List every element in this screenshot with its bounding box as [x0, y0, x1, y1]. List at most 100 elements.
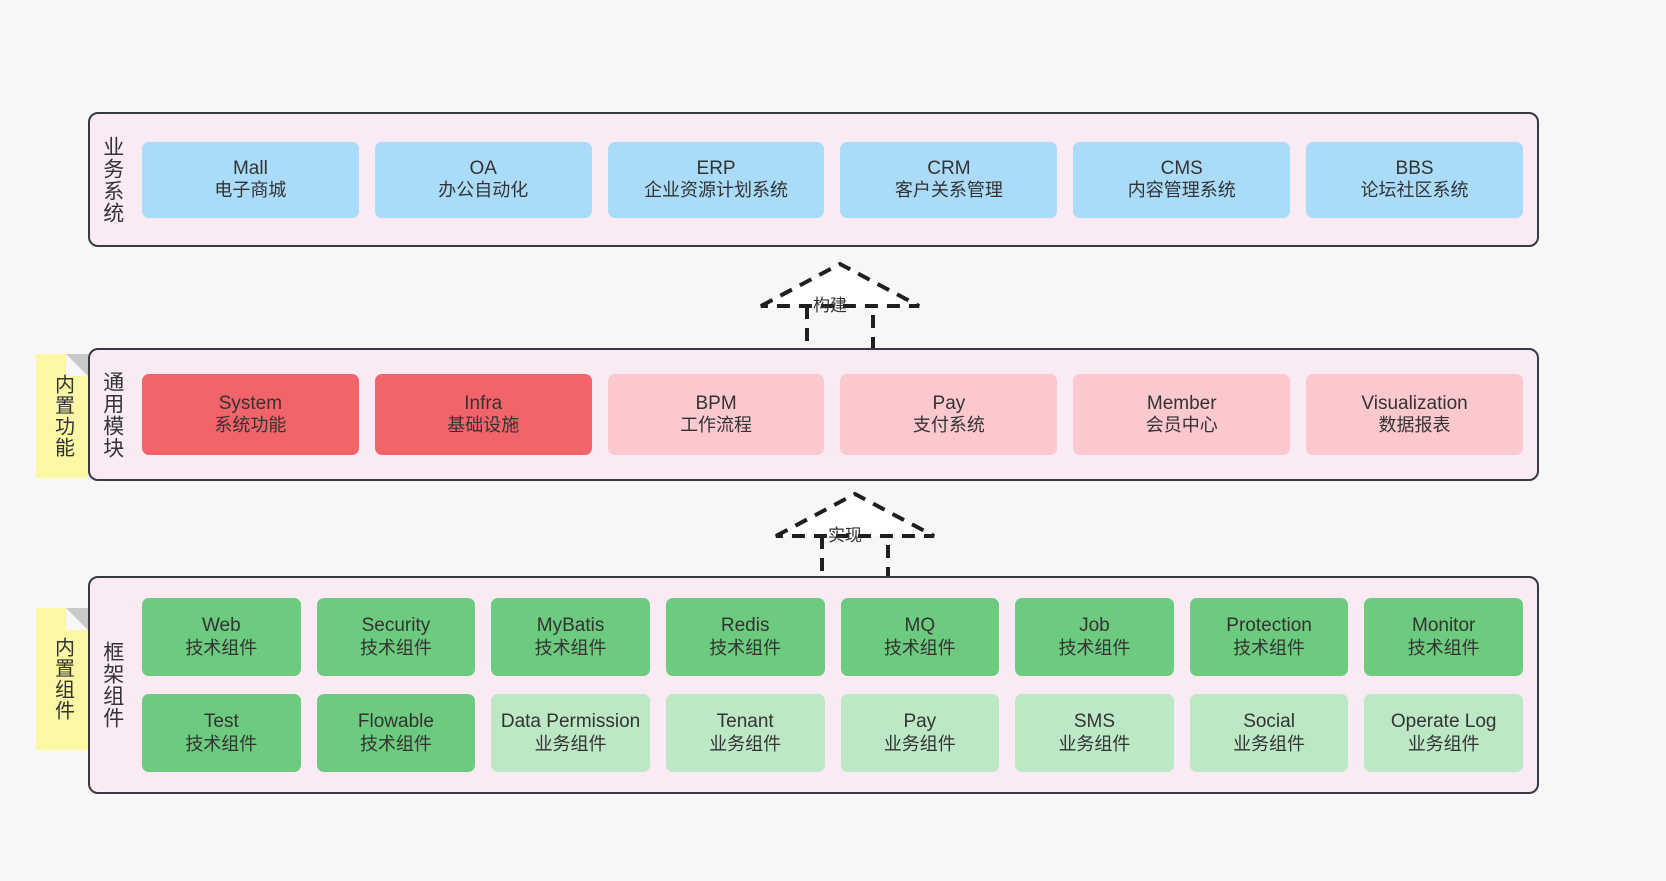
- card-title: BPM: [695, 392, 737, 414]
- card-subtitle: 会员中心: [1145, 415, 1218, 436]
- card-title: MyBatis: [536, 615, 605, 637]
- card-subtitle: 业务组件: [1058, 733, 1131, 754]
- card-subtitle: 基础设施: [447, 415, 520, 436]
- note-builtin-function: 内置功能: [36, 354, 88, 478]
- card-subtitle: 技术组件: [185, 733, 258, 754]
- card-visualization[interactable]: Visualization 数据报表: [1306, 374, 1523, 455]
- card-row: Mall 电子商城 OA 办公自动化 ERP 企业资源计划系统 CRM 客户关系…: [142, 141, 1523, 218]
- card-title: Infra: [464, 392, 503, 414]
- connector-implement-label: 实现: [828, 526, 862, 545]
- card-cms[interactable]: CMS 内容管理系统: [1073, 141, 1291, 218]
- card-title: Protection: [1226, 615, 1312, 637]
- layer-label-business-systems: 业务系统: [100, 135, 124, 224]
- card-pay[interactable]: Pay 支付系统: [840, 374, 1058, 455]
- card-title: Security: [361, 615, 431, 637]
- connector-build-label: 构建: [813, 296, 847, 315]
- card-data-permission[interactable]: Data Permission 业务组件: [491, 694, 650, 772]
- card-subtitle: 内容管理系统: [1127, 180, 1236, 201]
- layer-label-framework-components: 框架组件: [100, 641, 124, 729]
- card-row: Test 技术组件 Flowable 技术组件 Data Permission …: [142, 694, 1523, 772]
- card-title: CRM: [927, 157, 971, 179]
- card-title: Operate Log: [1390, 711, 1497, 733]
- card-protection[interactable]: Protection 技术组件: [1189, 598, 1349, 676]
- card-title: OA: [469, 157, 497, 179]
- card-pay-business[interactable]: Pay 业务组件: [840, 694, 1000, 772]
- card-title: Visualization: [1361, 392, 1468, 414]
- card-title: Member: [1146, 392, 1217, 414]
- card-test[interactable]: Test 技术组件: [142, 694, 301, 772]
- card-job[interactable]: Job 技术组件: [1015, 598, 1174, 676]
- card-erp[interactable]: ERP 企业资源计划系统: [607, 141, 825, 218]
- card-subtitle: 技术组件: [185, 637, 258, 658]
- card-subtitle: 技术组件: [359, 637, 432, 658]
- card-subtitle: 客户关系管理: [894, 180, 1003, 201]
- card-subtitle: 业务组件: [883, 733, 956, 754]
- card-tenant[interactable]: Tenant 业务组件: [665, 694, 825, 772]
- card-title: Flowable: [357, 711, 434, 733]
- card-subtitle: 技术组件: [1233, 637, 1306, 658]
- card-web[interactable]: Web 技术组件: [142, 598, 301, 676]
- card-title: CMS: [1160, 157, 1203, 179]
- card-title: Redis: [720, 615, 770, 637]
- card-bbs[interactable]: BBS 论坛社区系统: [1306, 141, 1523, 218]
- card-title: MQ: [904, 615, 936, 637]
- card-mybatis[interactable]: MyBatis 技术组件: [491, 598, 650, 676]
- card-subtitle: 技术组件: [709, 637, 782, 658]
- card-sms[interactable]: SMS 业务组件: [1015, 694, 1174, 772]
- card-monitor[interactable]: Monitor 技术组件: [1364, 598, 1523, 676]
- card-subtitle: 业务组件: [1233, 733, 1306, 754]
- card-subtitle: 工作流程: [680, 415, 753, 436]
- card-operate-log[interactable]: Operate Log 业务组件: [1364, 694, 1523, 772]
- card-subtitle: 办公自动化: [438, 180, 529, 201]
- card-title: Job: [1079, 615, 1110, 637]
- card-system[interactable]: System 系统功能: [142, 374, 359, 455]
- card-security[interactable]: Security 技术组件: [316, 598, 476, 676]
- card-title: Mall: [232, 157, 268, 179]
- card-infra[interactable]: Infra 基础设施: [374, 374, 592, 455]
- card-title: Test: [203, 711, 239, 733]
- card-title: ERP: [696, 157, 736, 179]
- card-title: SMS: [1073, 711, 1116, 733]
- card-subtitle: 技术组件: [359, 733, 432, 754]
- card-row: Web 技术组件 Security 技术组件 MyBatis 技术组件 Redi…: [142, 598, 1523, 676]
- card-subtitle: 业务组件: [534, 733, 607, 754]
- connector-implement: 实现: [760, 488, 950, 582]
- card-title: Tenant: [716, 711, 774, 733]
- card-subtitle: 技术组件: [534, 637, 607, 658]
- card-subtitle: 业务组件: [709, 733, 782, 754]
- card-title: Social: [1243, 711, 1295, 733]
- card-oa[interactable]: OA 办公自动化: [374, 141, 592, 218]
- layer-body-framework-components: Web 技术组件 Security 技术组件 MyBatis 技术组件 Redi…: [134, 578, 1537, 792]
- card-subtitle: 业务组件: [1407, 733, 1480, 754]
- card-redis[interactable]: Redis 技术组件: [665, 598, 825, 676]
- card-row: System 系统功能 Infra 基础设施 BPM 工作流程 Pay 支付系统…: [142, 374, 1523, 455]
- layer-body-common-modules: System 系统功能 Infra 基础设施 BPM 工作流程 Pay 支付系统…: [134, 350, 1537, 479]
- card-flowable[interactable]: Flowable 技术组件: [316, 694, 476, 772]
- card-subtitle: 数据报表: [1378, 415, 1451, 436]
- card-member[interactable]: Member 会员中心: [1073, 374, 1291, 455]
- card-title: Pay: [932, 392, 966, 414]
- layer-common-modules: 通用模块 System 系统功能 Infra 基础设施 BPM 工作流程 Pay…: [88, 348, 1539, 481]
- note-label: 内置功能: [51, 374, 74, 458]
- card-crm[interactable]: CRM 客户关系管理: [840, 141, 1058, 218]
- card-subtitle: 技术组件: [1058, 637, 1131, 658]
- card-mq[interactable]: MQ 技术组件: [840, 598, 1000, 676]
- note-builtin-component: 内置组件: [36, 608, 88, 750]
- card-title: Data Permission: [500, 711, 641, 733]
- note-label: 内置组件: [51, 637, 74, 721]
- card-subtitle: 电子商城: [214, 180, 287, 201]
- layer-label-common-modules: 通用模块: [100, 370, 124, 459]
- layer-business-systems: 业务系统 Mall 电子商城 OA 办公自动化 ERP 企业资源计划系统 CRM…: [88, 112, 1539, 247]
- card-title: Pay: [903, 711, 937, 733]
- card-title: Monitor: [1412, 615, 1476, 637]
- card-title: Web: [201, 615, 241, 637]
- card-bpm[interactable]: BPM 工作流程: [607, 374, 825, 455]
- card-subtitle: 技术组件: [883, 637, 956, 658]
- card-subtitle: 企业资源计划系统: [644, 180, 789, 201]
- card-subtitle: 支付系统: [912, 415, 985, 436]
- card-social[interactable]: Social 业务组件: [1189, 694, 1349, 772]
- card-mall[interactable]: Mall 电子商城: [142, 141, 359, 218]
- card-subtitle: 论坛社区系统: [1360, 180, 1469, 201]
- layer-framework-components: 框架组件 Web 技术组件 Security 技术组件 MyBatis 技术组件…: [88, 576, 1539, 794]
